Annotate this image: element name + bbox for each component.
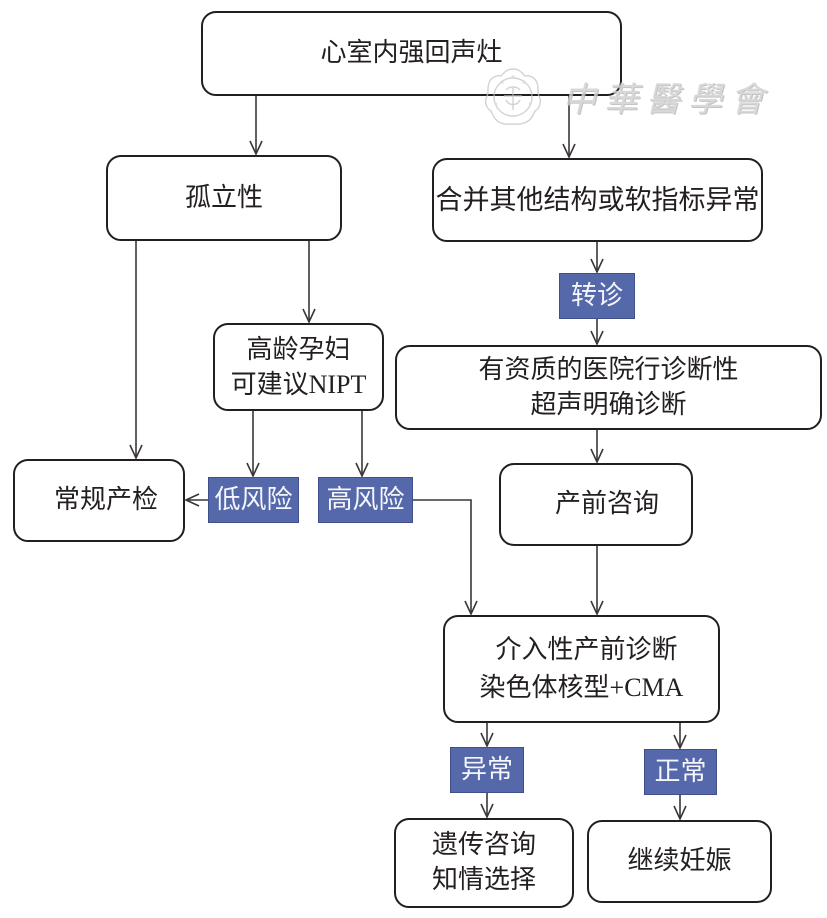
- label-high-risk: 高风险: [318, 477, 413, 523]
- node-text: 常规产检: [53, 485, 158, 515]
- node-echogenic-focus: 心室内强回声灶: [201, 11, 622, 96]
- node-text-line-2: 超声明确诊断: [530, 389, 687, 420]
- node-qualified-hospital: 有资质的医院行诊断性 超声明确诊断: [395, 345, 822, 430]
- node-isolated: 孤立性: [106, 155, 342, 241]
- node-text: 产前咨询: [554, 489, 659, 519]
- node-text: 孤立性: [184, 182, 263, 213]
- label-normal: 正常: [644, 749, 717, 795]
- node-prenatal-consultation: 产前咨询: [499, 463, 693, 546]
- label-abnormal: 异常: [450, 747, 524, 793]
- node-text: 合并其他结构或软指标异常: [435, 184, 760, 216]
- label-referral: 转诊: [559, 273, 635, 319]
- node-text-line-2: 可建议NIPT: [230, 370, 367, 399]
- node-text-line-1: 有资质的医院行诊断性: [478, 354, 739, 385]
- node-continue-pregnancy: 继续妊娠: [587, 820, 772, 903]
- node-routine-checkup: 常规产检: [13, 459, 185, 542]
- node-combined-abnormalities: 合并其他结构或软指标异常: [432, 158, 763, 242]
- node-text-line-1: 介入性产前诊断: [495, 635, 678, 664]
- node-text-line-1: 高龄孕妇: [246, 335, 351, 364]
- node-invasive-diagnosis: 介入性产前诊断 染色体核型+CMA: [443, 615, 720, 723]
- label-low-risk: 低风险: [208, 477, 299, 523]
- edge-high-risk-to-invasive: [413, 499, 478, 616]
- node-text-line-1: 遗传咨询: [431, 830, 536, 860]
- node-advanced-maternal-age: 高龄孕妇 可建议NIPT: [213, 323, 384, 411]
- node-text-line-2: 知情选择: [431, 865, 536, 895]
- node-text-line-2: 染色体核型+CMA: [479, 673, 684, 702]
- node-text: 继续妊娠: [627, 846, 732, 876]
- node-text: 心室内强回声灶: [320, 38, 503, 68]
- node-genetic-counseling: 遗传咨询 知情选择: [394, 818, 574, 908]
